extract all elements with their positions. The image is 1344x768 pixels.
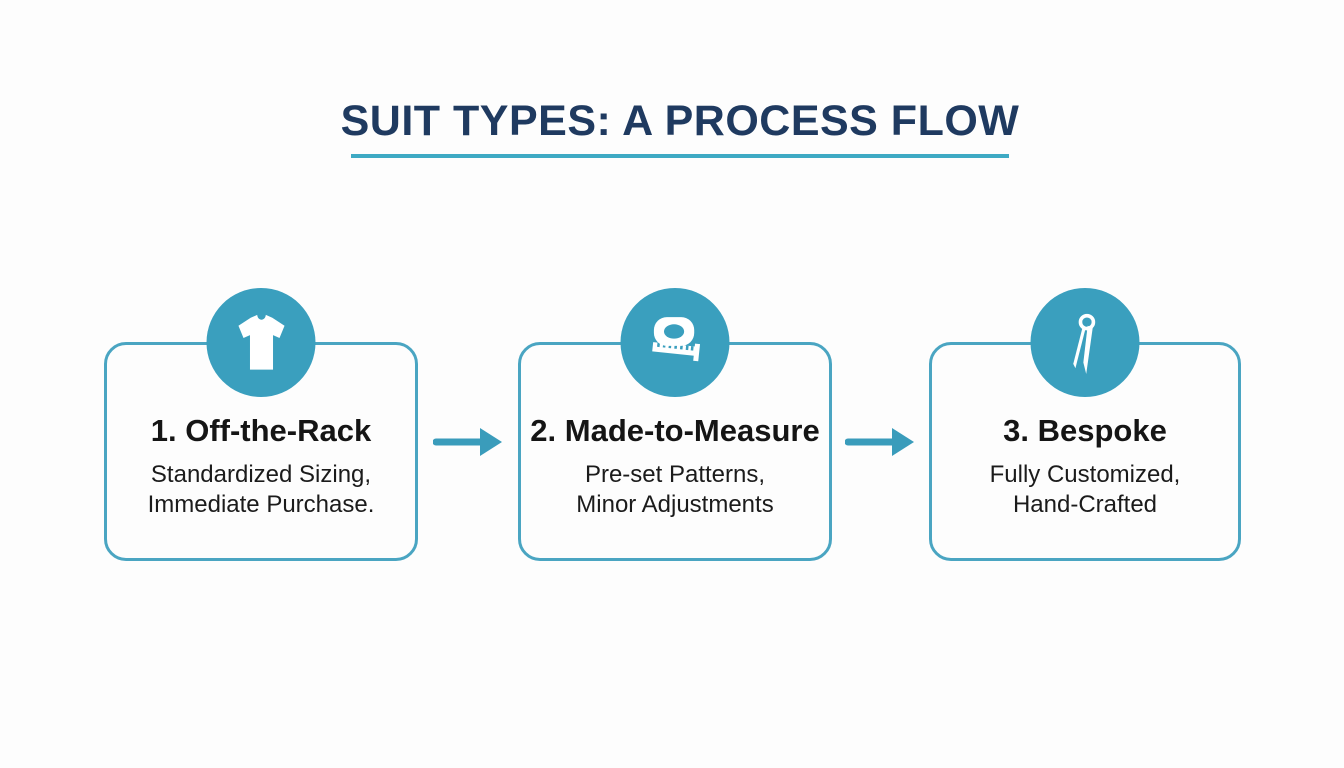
step-icon-circle — [206, 288, 316, 397]
step-desc-line: Fully Customized, — [989, 461, 1181, 488]
step-title: 3. Bespoke — [1003, 413, 1167, 448]
page-title: SUIT TYPES: A PROCESS FLOW — [340, 97, 1020, 145]
step-title: 2. Made-to-Measure — [530, 413, 820, 448]
step-icon-circle — [620, 288, 730, 397]
step-description: Fully Customized, Hand-Crafted — [932, 460, 1238, 520]
tshirt-icon — [237, 314, 285, 370]
step-icon-circle — [1030, 288, 1140, 397]
step-desc-line: Pre-set Patterns, — [584, 461, 766, 488]
step-card-bespoke: 3. Bespoke Fully Customized, Hand-Crafte… — [929, 288, 1241, 561]
step-desc-line: Standardized Sizing, — [150, 461, 372, 488]
step-title: 1. Off-the-Rack — [150, 413, 372, 448]
right-arrow-icon — [845, 424, 917, 460]
measuring-tape-icon — [651, 316, 700, 361]
step-card-off-the-rack: 1. Off-the-Rack Standardized Sizing, Imm… — [104, 288, 418, 561]
needle-icon — [1072, 313, 1095, 374]
right-arrow-icon — [433, 424, 505, 460]
header: SUIT TYPES: A PROCESS FLOW — [8, 98, 1344, 158]
step-description: Pre-set Patterns, Minor Adjustments — [521, 460, 829, 520]
title-underline — [351, 154, 1009, 158]
step-desc-line: Minor Adjustments — [576, 491, 774, 518]
step-description: Standardized Sizing, Immediate Purchase. — [107, 460, 415, 520]
step-desc-line: Immediate Purchase. — [147, 491, 375, 518]
step-card-made-to-measure: 2. Made-to-Measure Pre-set Patterns, Min… — [518, 288, 832, 561]
step-desc-line: Hand-Crafted — [1012, 491, 1158, 518]
